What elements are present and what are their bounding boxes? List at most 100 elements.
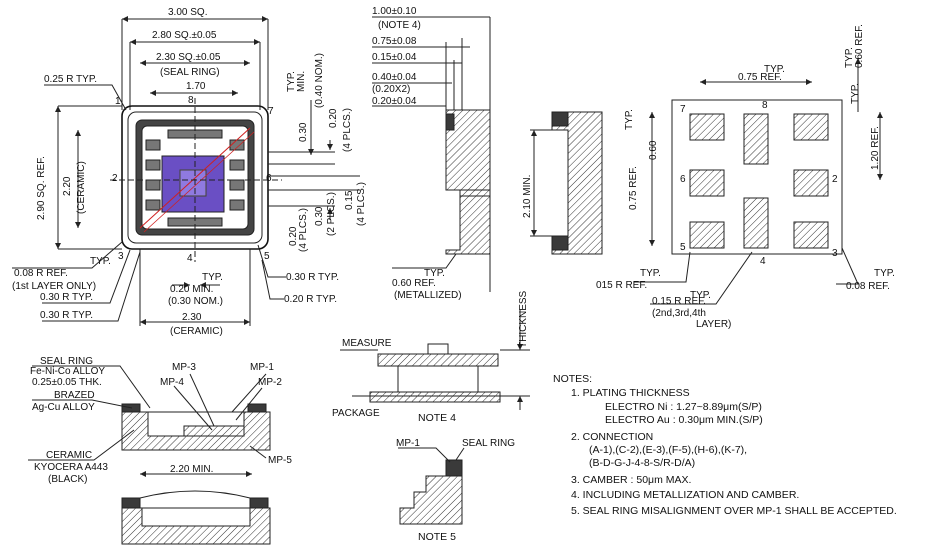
note-2a: (A-1),(C-2),(E-3),(F-5),(H-6),(K-7),	[589, 444, 747, 456]
typ-a: TYP.	[764, 64, 785, 75]
dim-1-00: 1.00±0.10	[372, 6, 417, 17]
note-4-ref: (NOTE 4)	[378, 20, 421, 31]
plcs-4-b: (4 PLCS.)	[298, 208, 309, 252]
bottom-pin-3: 3	[832, 248, 838, 259]
first-layer-note: (1st LAYER ONLY)	[12, 281, 96, 292]
dim-0-15-r-ref: 0.15 R REF.	[652, 296, 706, 307]
typ-min-label: TYP.	[286, 71, 297, 92]
top-view: 3.00 SQ. 2.80 SQ.±0.05 2.30 SQ.±0.05 (SE…	[12, 7, 367, 337]
pin-3: 3	[118, 251, 124, 262]
note-1b: ELECTRO Au : 0.30μm MIN.(S/P)	[605, 414, 763, 426]
thickness-note: 0.25±0.05 THK.	[32, 377, 102, 388]
dim-0-20-lower: 0.20	[288, 226, 299, 246]
pin-4: 4	[187, 253, 193, 264]
dim-1-20-ref: 1.20 REF.	[870, 126, 881, 170]
dim-0-30-r-a: 0.30 R TYP.	[40, 292, 93, 303]
dim-0-75-ref-top: 0.75 REF.	[738, 72, 782, 83]
pin-5: 5	[264, 251, 270, 262]
bottom-pin-7: 7	[680, 104, 686, 115]
note-3: 3. CAMBER : 50μm MAX.	[571, 474, 691, 486]
dim-0-20-r: 0.20 R TYP.	[284, 294, 337, 305]
note-2: 2. CONNECTION	[571, 431, 653, 443]
typ-side: TYP.	[424, 268, 445, 279]
note-4-caption: NOTE 4	[418, 412, 456, 424]
typ-c: TYP.	[624, 109, 635, 130]
ceramic-note: CERAMIC	[46, 450, 92, 461]
bottom-view: TYP. 0.75 REF. TYP. 0.60 REF. TYP. 0.60 …	[596, 24, 895, 330]
typ-f: TYP.	[690, 290, 711, 301]
dim-2-80-sq: 2.80 SQ.±0.05	[152, 30, 217, 41]
notes-block: NOTES: 1. PLATING THICKNESS ELECTRO Ni :…	[553, 373, 897, 517]
pin-1: 1	[115, 96, 121, 107]
layer-note: LAYER)	[696, 319, 731, 330]
package-label: PACKAGE	[332, 408, 380, 419]
dim-2-30-sq: 2.30 SQ.±0.05	[156, 52, 221, 63]
plcs-4-a: (4 PLCS.)	[342, 108, 353, 152]
measure-label: MEASURE	[342, 338, 392, 349]
dim-0-15: 0.15	[344, 190, 355, 210]
mp-2-label: MP-2	[258, 377, 282, 388]
note-5: 5. SEAL RING MISALIGNMENT OVER MP-1 SHAL…	[571, 505, 897, 517]
dim-0-75-ref-left: 0.75 REF.	[628, 166, 639, 210]
note-1a: ELECTRO Ni : 1.27~8.89μm(S/P)	[605, 401, 762, 413]
kyocera-note: KYOCERA A443	[34, 462, 108, 473]
bottom-pin-2: 2	[832, 174, 838, 185]
dim-0-60-left: 0.60	[648, 140, 659, 160]
dim-0-30-r-b: 0.30 R TYP.	[40, 310, 93, 321]
dim-2-20-min: 2.20 MIN.	[170, 464, 213, 475]
seal-ring-note: SEAL RING	[40, 356, 93, 367]
dim-1-70: 1.70	[186, 81, 206, 92]
notes-heading: NOTES:	[553, 373, 592, 385]
dim-0-25-r: 0.25 R TYP.	[44, 74, 97, 85]
dim-0-15-side: 0.15±0.04	[372, 52, 417, 63]
dim-0-08-ref: 0.08 REF.	[846, 281, 890, 292]
dim-2-90-ref: 2.90 SQ. REF.	[36, 156, 47, 220]
dim-0-20-min: 0.20 MIN.	[170, 284, 213, 295]
side-view: 1.00±0.10 (NOTE 4) 0.75±0.08 0.15±0.04 0…	[372, 6, 603, 301]
typ-e: TYP.	[640, 268, 661, 279]
note-2b: (B-D-G-J-4-8-S/R-D/A)	[589, 457, 695, 469]
dim-2-20: 2.20	[62, 176, 73, 196]
bottom-pin-8: 8	[762, 100, 768, 111]
note-4: 4. INCLUDING METALLIZATION AND CAMBER.	[571, 489, 799, 501]
mp-5-label: MP-5	[268, 455, 292, 466]
dim-0-40: 0.40±0.04	[372, 72, 417, 83]
black-note: (BLACK)	[48, 474, 87, 485]
mp-3-label: MP-3	[172, 362, 196, 373]
typ-g: TYP.	[874, 268, 895, 279]
ceramic-vertical-label: (CERAMIC)	[76, 161, 87, 214]
dim-0-40-nom: (0.40 NOM.)	[314, 53, 325, 108]
note-1: 1. PLATING THICKNESS	[571, 387, 690, 399]
plcs-2: (2 PLCS.)	[326, 192, 337, 236]
dim-0-30-right: 0.30	[298, 122, 309, 142]
note-5-mp-1: MP-1	[396, 438, 420, 449]
agcu-note: Ag-Cu ALLOY	[32, 402, 95, 413]
dim-0-30-lower: 0.30	[314, 206, 325, 226]
bottom-pin-4: 4	[760, 256, 766, 267]
dim-2-30: 2.30	[182, 312, 202, 323]
cross-section: SEAL RING Fe-Ni-Co ALLOY 0.25±0.05 THK. …	[28, 356, 292, 545]
dim-0-20x2: (0.20X2)	[372, 84, 410, 95]
mp-1-label: MP-1	[250, 362, 274, 373]
thickness-label: THICKNESS	[518, 290, 529, 348]
note-4-figure: MEASURE THICKNESS PACKAGE NOTE 4	[332, 290, 530, 424]
dim-0-08-r: 0.08 R REF.	[14, 268, 68, 279]
dim-3-00-sq: 3.00 SQ.	[168, 7, 207, 18]
pin-8: 8	[188, 95, 194, 106]
min-label: MIN.	[296, 71, 307, 92]
metallized-label: (METALLIZED)	[394, 290, 462, 301]
dim-015-r-ref: 015 R REF.	[596, 280, 647, 291]
ceramic-horizontal-label: (CERAMIC)	[170, 326, 223, 337]
dim-0-75: 0.75±0.08	[372, 36, 417, 47]
dim-0-30-r-c: 0.30 R TYP.	[286, 272, 339, 283]
bottom-pin-6: 6	[680, 174, 686, 185]
plcs-4-c: (4 PLCS.)	[356, 182, 367, 226]
typ-label-bottom: TYP.	[202, 272, 223, 283]
pin-6: 6	[266, 173, 272, 184]
brazed-note: BRAZED	[54, 390, 95, 401]
typ-b: TYP.	[844, 47, 855, 68]
alloy-note: Fe-Ni-Co ALLOY	[30, 366, 105, 377]
dim-2-10-min: 2.10 MIN.	[522, 175, 533, 218]
